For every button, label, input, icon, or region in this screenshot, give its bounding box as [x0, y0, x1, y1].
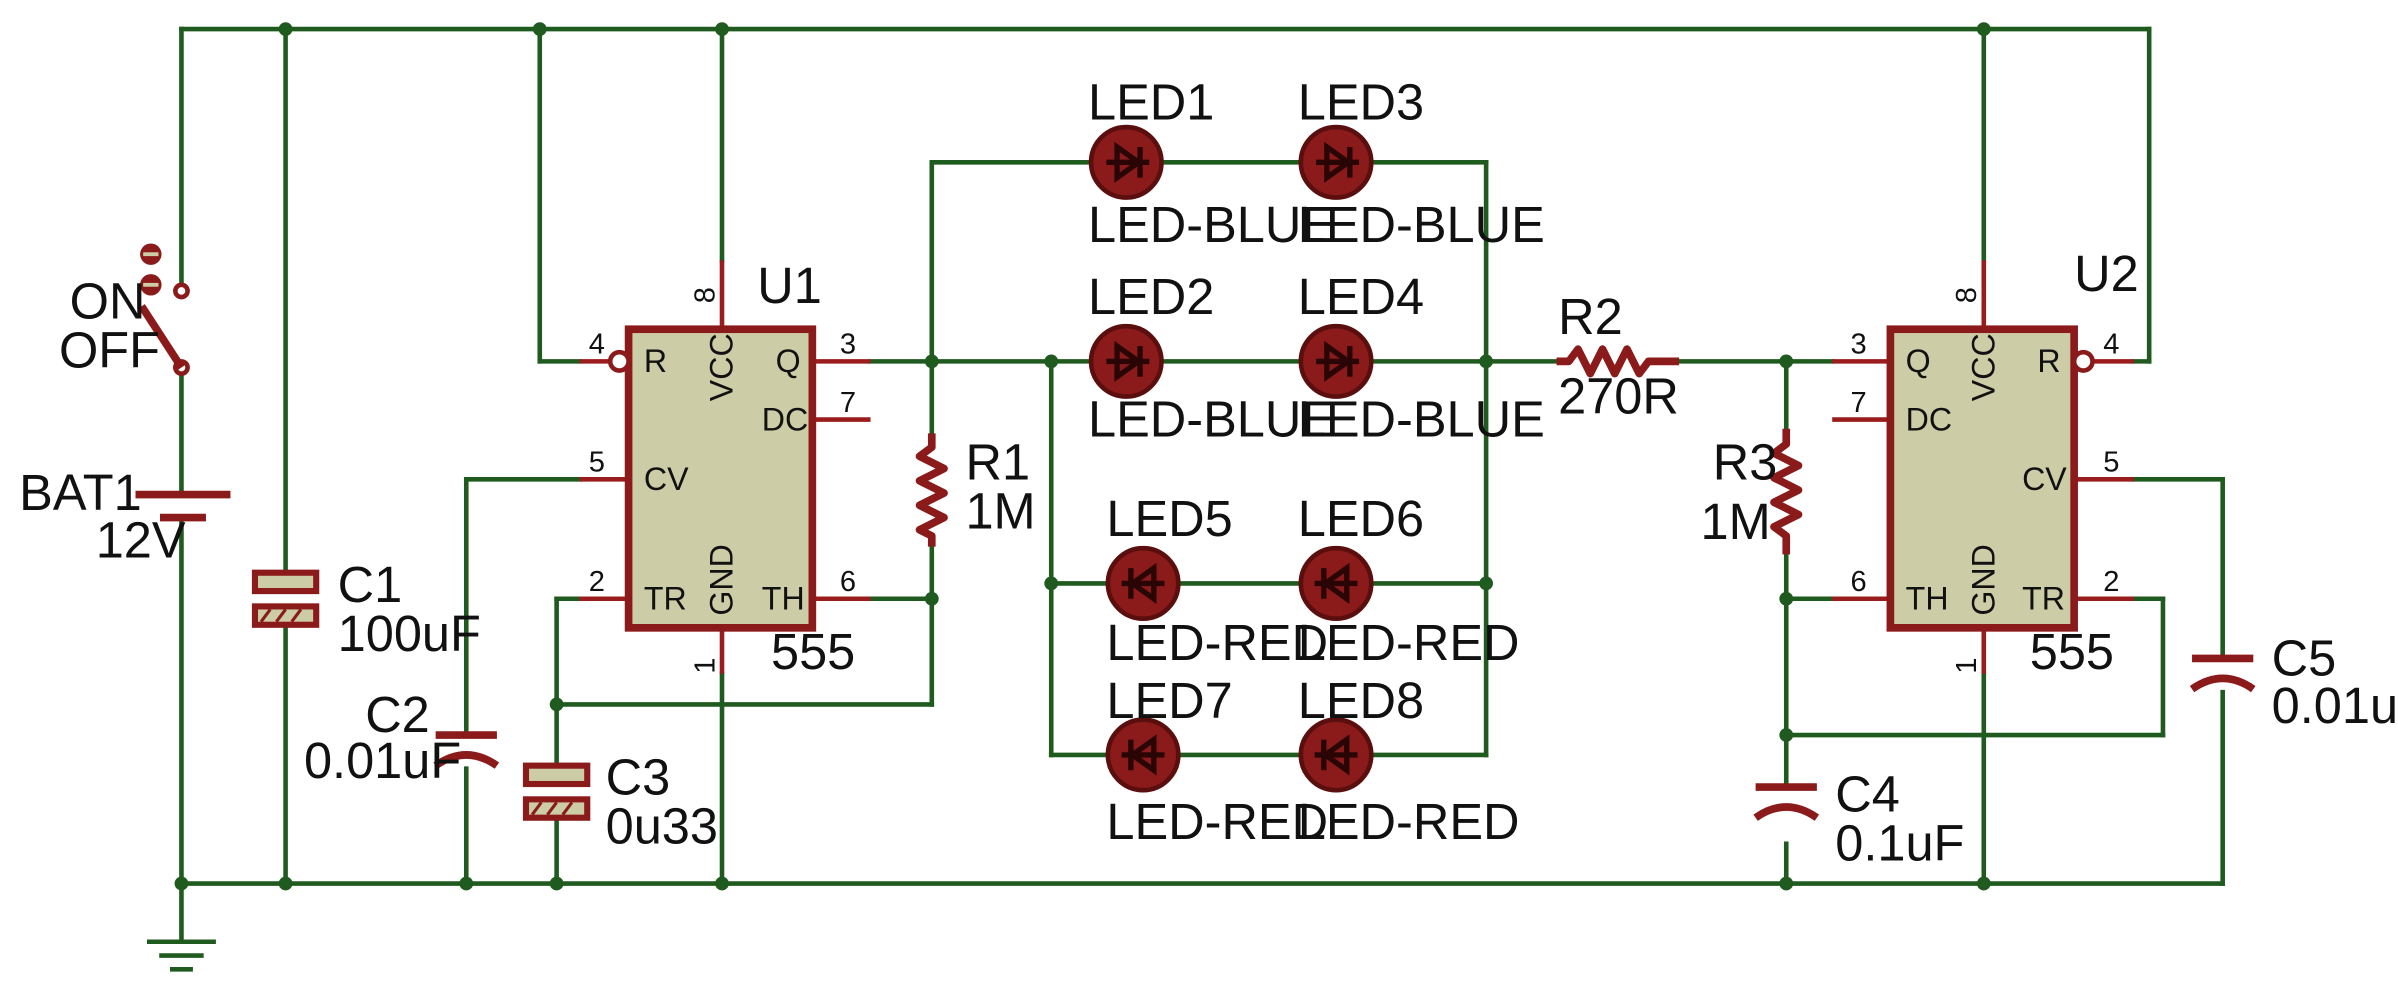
- u2-label-cv: CV: [2022, 461, 2067, 497]
- u1-pin1-num: 1: [689, 658, 721, 674]
- led7-name: LED7: [1106, 672, 1232, 729]
- c1-name: C1: [338, 556, 403, 613]
- r2-value: 270R: [1558, 367, 1679, 424]
- u1-label-th: TH: [762, 580, 805, 616]
- led8-type: LED-RED: [1298, 793, 1520, 850]
- u2-pin2-num: 2: [2103, 566, 2119, 598]
- u1-name: U1: [757, 257, 822, 314]
- c3-name: C3: [606, 749, 671, 806]
- u1-label-q: Q: [776, 343, 801, 379]
- r3-name: R3: [1713, 433, 1778, 490]
- switch-off-label: OFF: [59, 322, 160, 379]
- led1-name: LED1: [1088, 73, 1214, 130]
- led6-name: LED6: [1298, 490, 1424, 547]
- led3-name: LED3: [1298, 73, 1424, 130]
- resistor-r3: R3 1M: [1701, 428, 1803, 555]
- u1-label-r: R: [644, 343, 667, 379]
- u1-type: 555: [771, 623, 855, 680]
- r3-value: 1M: [1701, 493, 1771, 550]
- led8: LED8 LED-RED: [1298, 672, 1520, 850]
- led7: LED7 LED-RED: [1105, 672, 1328, 850]
- u1-pin6-num: 6: [840, 566, 856, 598]
- u1-label-gnd: GND: [704, 544, 740, 615]
- led3: LED3 LED-BLUE: [1298, 73, 1545, 253]
- u2-label-tr: TR: [2022, 580, 2065, 616]
- led6: LED6 LED-RED: [1298, 490, 1520, 671]
- led6-type: LED-RED: [1298, 614, 1520, 671]
- u2-label-r: R: [2037, 343, 2060, 379]
- u1-pin7-num: 7: [840, 387, 856, 419]
- resistor-r2: R2 270R: [1556, 288, 1680, 424]
- u1-pin8-num: 8: [689, 287, 721, 303]
- led5: LED5 LED-RED: [1105, 490, 1328, 671]
- c5-name: C5: [2272, 629, 2337, 686]
- u2-label-q: Q: [1906, 343, 1931, 379]
- battery-bat1: BAT1 12V: [19, 464, 231, 568]
- u1-pin3-num: 3: [840, 329, 856, 361]
- c3-value: 0u33: [606, 798, 718, 855]
- r2-name: R2: [1558, 288, 1623, 345]
- capacitor-c2: C2 0.01uF: [304, 686, 500, 789]
- u2-name: U2: [2074, 245, 2139, 302]
- led4: LED4 LED-BLUE: [1298, 268, 1545, 448]
- led2: LED2 LED-BLUE: [1088, 268, 1335, 448]
- switch-on-label: ON: [70, 273, 146, 330]
- r1-value: 1M: [965, 482, 1035, 539]
- ic-u1-555: 4 5 2 3 7 6 8 1 R CV TR Q DC TH VCC GND …: [579, 257, 871, 680]
- u1-pin2-num: 2: [589, 566, 605, 598]
- led1: LED1 LED-BLUE: [1088, 73, 1335, 253]
- led5-type: LED-RED: [1106, 614, 1328, 671]
- ic-u2-555: 3 7 6 4 5 2 8 1 Q DC TH R CV TR VCC GND …: [1832, 245, 2139, 680]
- u1-pin5-num: 5: [589, 447, 605, 479]
- c5-value: 0.01uF: [2272, 677, 2398, 734]
- led5-name: LED5: [1106, 490, 1232, 547]
- on-off-switch: ON OFF: [59, 243, 190, 379]
- led1-type: LED-BLUE: [1088, 196, 1335, 253]
- capacitor-c1: C1 100uF: [251, 556, 481, 662]
- u1-pin4-num: 4: [589, 329, 605, 361]
- led4-name: LED4: [1298, 268, 1424, 325]
- battery-name: BAT1: [19, 464, 142, 521]
- c4-value: 0.1uF: [1835, 815, 1964, 872]
- wires: [179, 26, 2225, 945]
- resistor-r1: R1 1M: [915, 433, 1036, 547]
- c2-value: 0.01uF: [304, 732, 461, 789]
- u2-pin4-num: 4: [2103, 329, 2119, 361]
- led4-type: LED-BLUE: [1298, 390, 1545, 447]
- capacitor-c5: C5 0.01uF: [2189, 629, 2398, 734]
- led2-type: LED-BLUE: [1088, 390, 1335, 447]
- junction-dots: [174, 22, 1991, 891]
- u2-label-gnd: GND: [1966, 544, 2002, 615]
- c1-value: 100uF: [338, 605, 481, 662]
- ground-symbol: [146, 939, 216, 972]
- u2-pin1-num: 1: [1951, 658, 1983, 674]
- u1-label-tr: TR: [644, 580, 687, 616]
- led7-type: LED-RED: [1106, 793, 1328, 850]
- u1-label-cv: CV: [644, 461, 689, 497]
- u2-pin6-num: 6: [1851, 566, 1867, 598]
- led8-name: LED8: [1298, 672, 1424, 729]
- c4-name: C4: [1835, 766, 1900, 823]
- led2-name: LED2: [1088, 268, 1214, 325]
- u1-label-vcc: VCC: [704, 333, 740, 401]
- u1-label-dc: DC: [762, 401, 808, 437]
- u2-label-vcc: VCC: [1966, 333, 2002, 401]
- capacitor-c3: C3 0u33: [522, 749, 718, 855]
- led3-type: LED-BLUE: [1298, 196, 1545, 253]
- c2-name: C2: [365, 686, 430, 743]
- u2-pin5-num: 5: [2103, 447, 2119, 479]
- u2-type: 555: [2030, 623, 2114, 680]
- u2-pin8-num: 8: [1951, 287, 1983, 303]
- u2-label-th: TH: [1906, 580, 1949, 616]
- r1-name: R1: [965, 433, 1030, 490]
- capacitor-c4: C4 0.1uF: [1753, 766, 1964, 872]
- u2-pin7-num: 7: [1851, 387, 1867, 419]
- u2-pin3-num: 3: [1851, 329, 1867, 361]
- battery-value: 12V: [96, 511, 186, 568]
- u2-label-dc: DC: [1906, 401, 1952, 437]
